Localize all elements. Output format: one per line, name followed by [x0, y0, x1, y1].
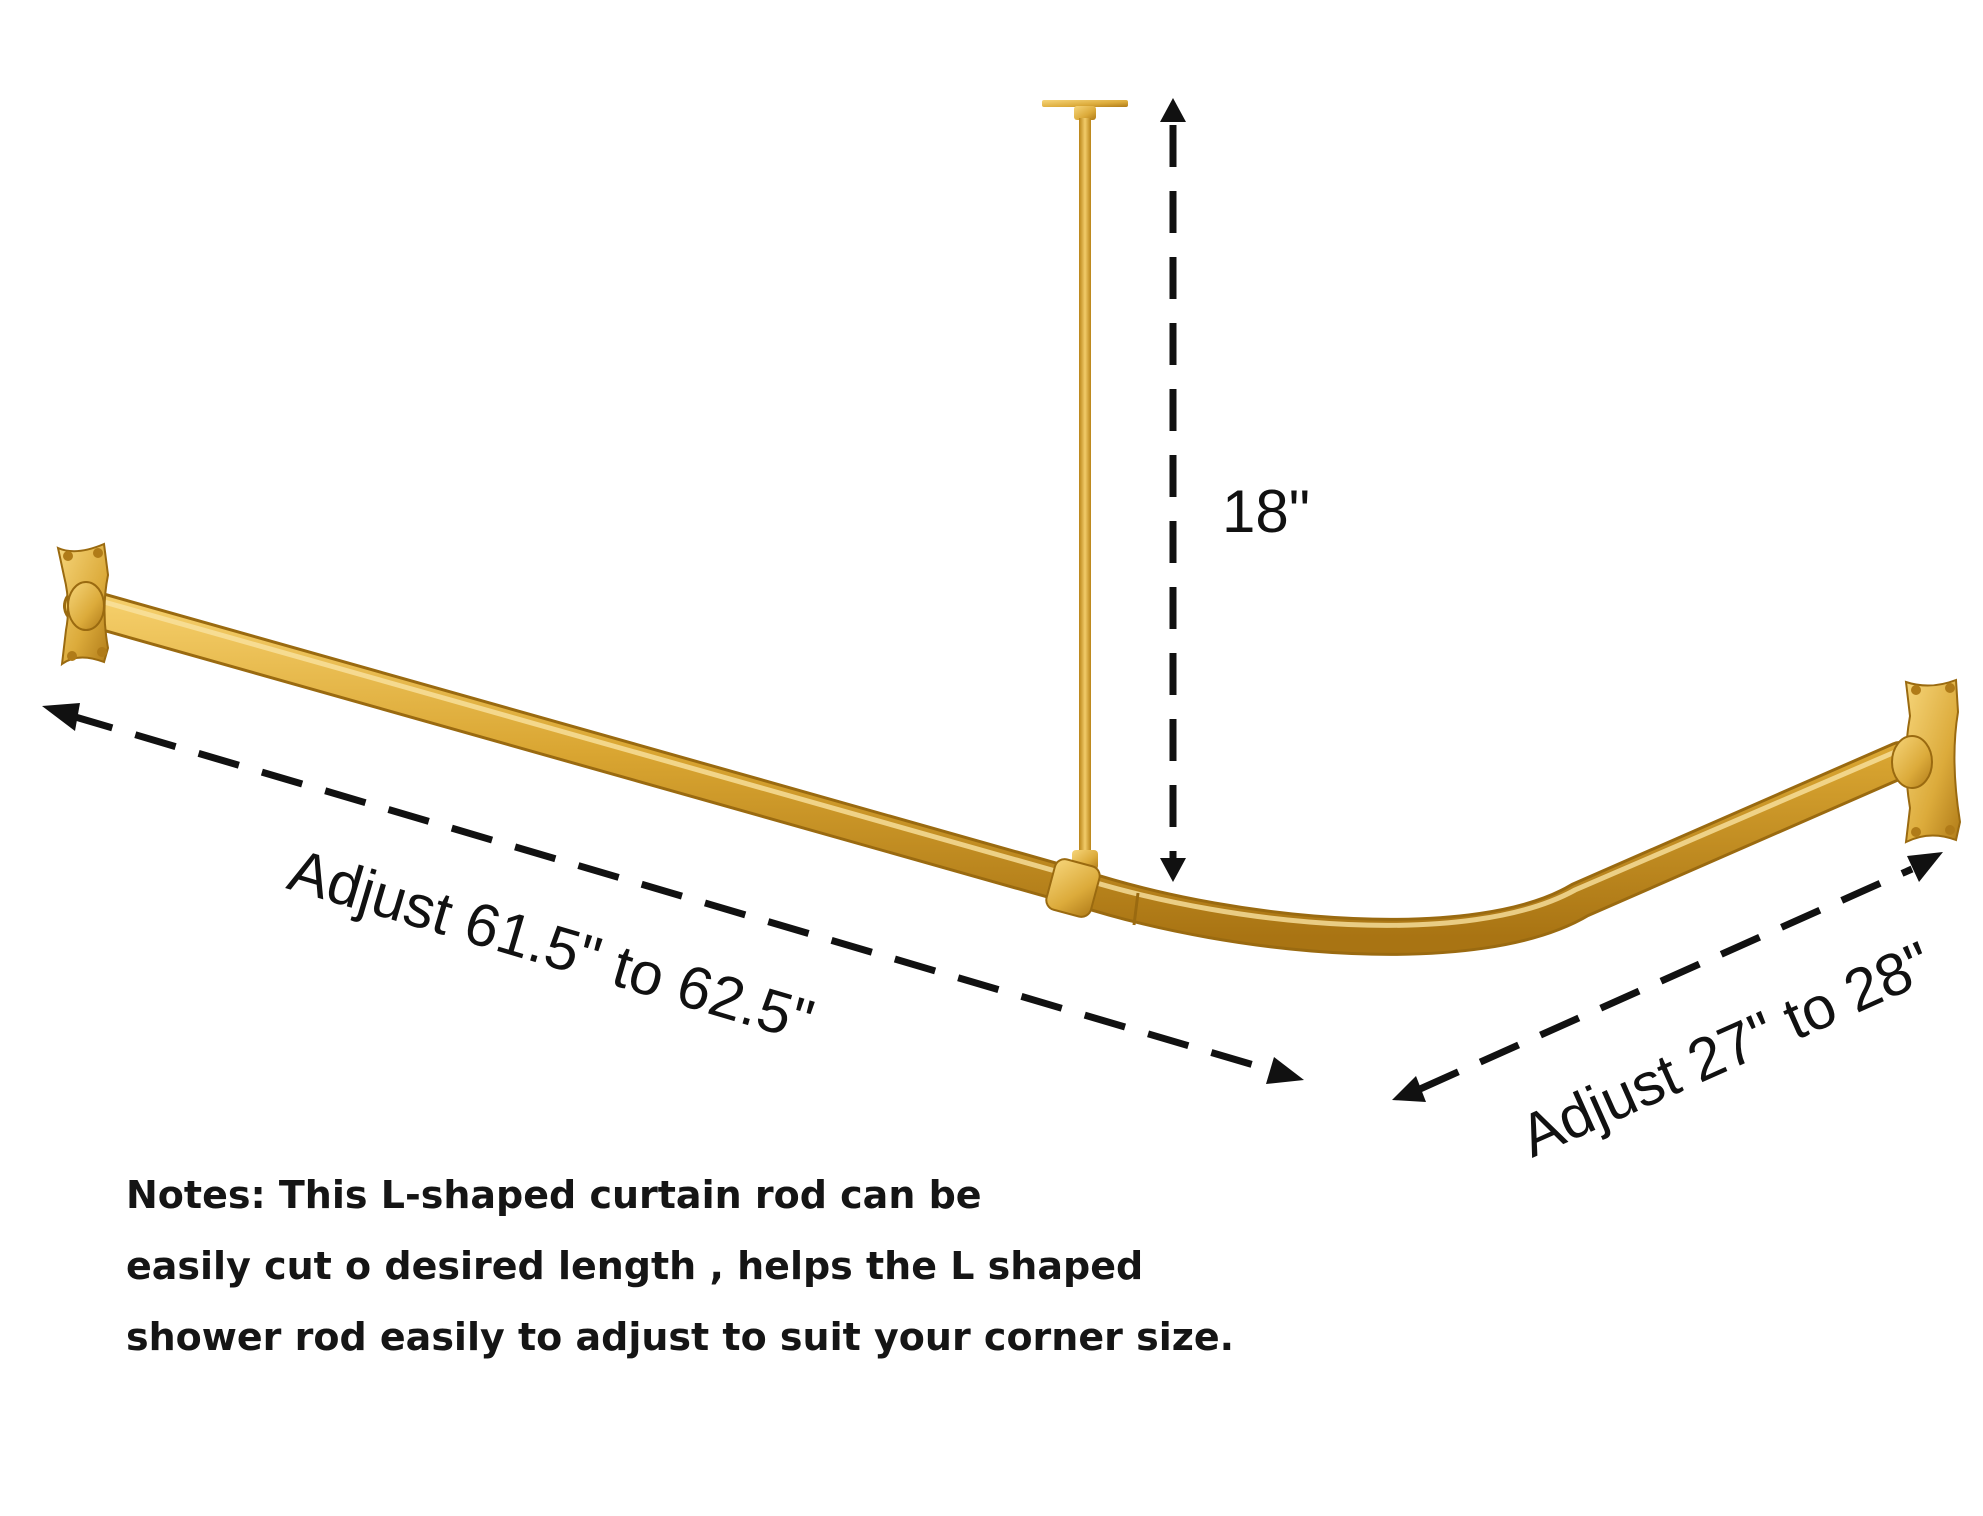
right-wall-flange	[1891, 678, 1962, 844]
left-wall-flange	[56, 542, 110, 667]
curtain-rod	[56, 100, 1962, 956]
ceiling-support	[1042, 100, 1128, 870]
rod-highlight	[87, 595, 1898, 928]
arrow-short-left-head	[1392, 1076, 1426, 1102]
rod-coupling	[1045, 858, 1140, 926]
long-side-label: Adjust 61.5" to 62.5"	[281, 836, 821, 1054]
rod-body	[66, 590, 1916, 953]
short-side-dimension: Adjust 27" to 28"	[1392, 852, 1943, 1170]
notes-text: Notes: This L-shaped curtain rod can be …	[126, 1160, 1326, 1373]
arrow-up-head	[1160, 98, 1186, 122]
ceiling-plate	[1042, 100, 1128, 107]
arrow-short-right-head	[1907, 852, 1943, 882]
support-pole	[1079, 118, 1091, 858]
height-label: 18"	[1222, 478, 1310, 545]
ceiling-plate-neck	[1074, 106, 1096, 120]
notes-line-3: shower rod easily to adjust to suit your…	[126, 1315, 1235, 1359]
short-side-label: Adjust 27" to 28"	[1510, 929, 1942, 1170]
arrow-down-head	[1160, 858, 1186, 882]
arrow-right-head	[1266, 1057, 1304, 1084]
height-dimension: 18"	[1160, 98, 1310, 882]
arrow-left-head	[42, 703, 80, 731]
notes-line-2: easily cut o desired length , helps the …	[126, 1244, 1144, 1288]
notes-line-1: Notes: This L-shaped curtain rod can be	[126, 1173, 982, 1217]
